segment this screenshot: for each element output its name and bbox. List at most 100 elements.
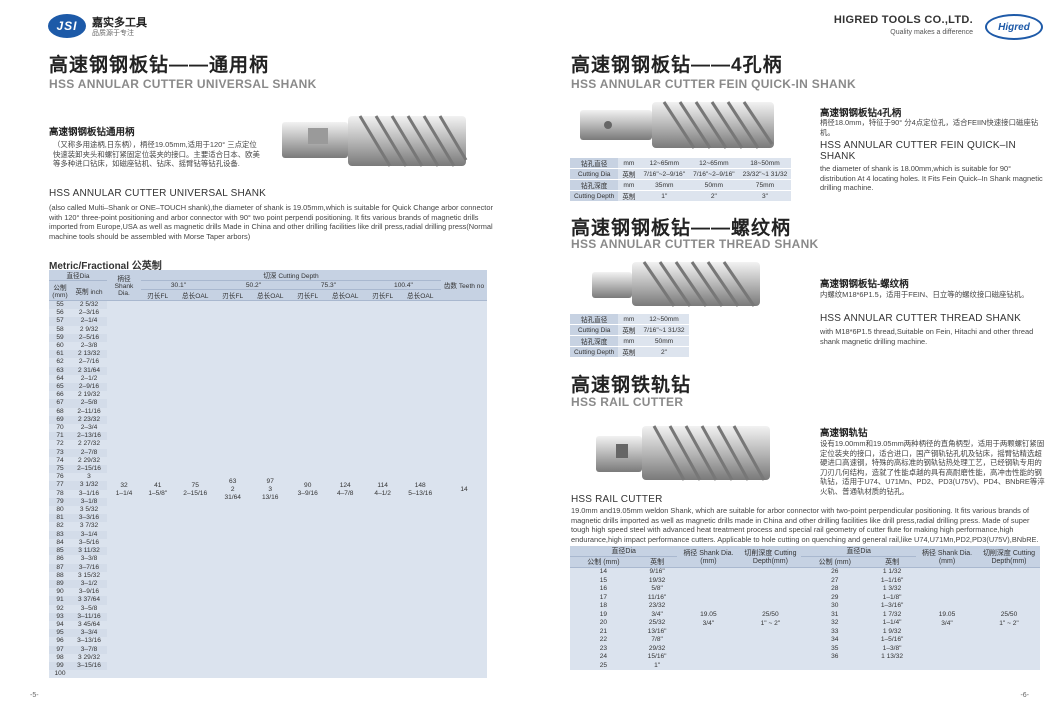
inch-cell: 2–9/16 xyxy=(71,383,107,392)
metric-cell: 98 xyxy=(56,653,64,661)
rail-header-inch-2: 英制 xyxy=(868,556,916,568)
shank-cell: 19.05 3/4" xyxy=(700,611,717,627)
metric-cell: 24 xyxy=(599,653,608,660)
cell: Cutting Dia xyxy=(570,168,619,180)
table-row: 96 3–13/16 xyxy=(49,637,487,645)
page-number-left: -5- xyxy=(30,692,39,699)
header-shank: 柄径 Shank Dia. xyxy=(107,270,141,301)
d75_oal-cell: 124 4–7/8 xyxy=(336,481,354,497)
cell: 12~65mm xyxy=(639,158,690,169)
header-depth-100: 100.4" xyxy=(365,280,441,290)
metric-cell: 26 xyxy=(831,568,839,575)
metric-cell: 31 xyxy=(831,610,839,618)
rail-header-metric-2: 公制 (mm) xyxy=(801,556,869,568)
cell: 50mm xyxy=(639,335,689,347)
header-oal: 总长OAL xyxy=(174,289,216,301)
inch-cell: 3–15/16 xyxy=(71,661,107,671)
inch-cell: 1–3/8" xyxy=(882,644,902,652)
inch-cell: 3–3/8 xyxy=(80,555,98,563)
cell: 英制 xyxy=(618,190,640,202)
rail-header-diameter-2: 直径Dia xyxy=(801,546,916,557)
metric-cell: 18 xyxy=(599,602,608,609)
inch-cell: 3–7/8 xyxy=(71,645,107,654)
d100_fl-cell: 114 4–1/2 xyxy=(374,481,391,497)
inch-cell: 2 9/32 xyxy=(79,325,99,333)
header-metric: 公制 (mm) xyxy=(49,280,71,301)
cell: Cutting Depth xyxy=(570,346,619,358)
cell: mm xyxy=(618,314,640,325)
header-teeth: 齿数 Teeth no xyxy=(441,270,487,301)
d30_fl-cell: 41 1–5/8" xyxy=(148,481,168,497)
rail-description-cn: 设有19.00mm和19.05mm两种柄径的直角柄型，适用于两颗螺钉紧固定位装夹… xyxy=(820,439,1045,496)
metric-cell: 69 xyxy=(49,415,71,425)
cell: mm xyxy=(618,335,640,347)
metric-cell: 35 xyxy=(831,644,839,652)
rail-cutter-image xyxy=(596,425,770,481)
metric-cell: 75 xyxy=(49,465,71,474)
metric-cell: 64 xyxy=(56,374,64,382)
rail-header-shank: 柄径 Shank Dia.(mm) xyxy=(677,546,740,568)
fein-subtitle-en: HSS ANNULAR CUTTER FEIN QUICK–IN SHANK xyxy=(820,140,1016,162)
cell: 12~50mm xyxy=(639,314,689,325)
header-fl: 刃长FL xyxy=(290,289,325,301)
header-oal: 总长OAL xyxy=(249,289,291,301)
metric-cell: 93 xyxy=(49,612,71,621)
metric-cell: 57 xyxy=(49,317,71,326)
cell: 英制 xyxy=(618,168,640,180)
cell: 1" xyxy=(639,190,690,202)
cell: 50mm xyxy=(689,179,739,191)
inch-cell: 3–5/8 xyxy=(80,604,98,612)
d50_oal-cell: 97 3 13/16 xyxy=(261,477,279,501)
d30_oal-cell: 75 2–15/16 xyxy=(183,481,208,497)
metric-cell: 89 xyxy=(49,579,71,589)
fein-title-cn: 高速钢钢板钻——4孔柄 xyxy=(571,55,783,76)
metric-cell: 72 xyxy=(56,440,64,448)
inch-cell: 2–5/16 xyxy=(71,333,107,343)
inch-cell: 1–5/16" xyxy=(880,636,904,643)
metric-cell: 76 xyxy=(56,473,64,481)
inch-cell: 2–5/8 xyxy=(71,399,107,408)
metric-cell: 88 xyxy=(56,571,64,579)
inch-cell: 2–13/16 xyxy=(71,432,107,441)
metric-cell: 59 xyxy=(49,333,71,343)
higred-logo: Higred xyxy=(985,14,1043,40)
rail-subtitle-en: HSS RAIL CUTTER xyxy=(571,494,663,505)
metric-cell: 77 xyxy=(49,481,71,490)
metric-cell: 90 xyxy=(56,588,64,596)
metric-cell: 36 xyxy=(831,653,839,660)
header-fl: 刃长FL xyxy=(365,289,400,301)
metric-cell: 56 xyxy=(56,309,64,317)
inch-cell: 3–1/16 xyxy=(78,489,100,497)
metric-cell: 55 xyxy=(49,300,71,310)
cell: mm xyxy=(618,158,640,169)
thread-title-en: HSS ANNULAR CUTTER THREAD SHANK xyxy=(571,237,819,251)
metric-cell: 92 xyxy=(56,604,64,612)
inch-cell: 2–3/8 xyxy=(80,342,98,350)
universal-spec-table: 直径Dia 柄径 Shank Dia. 切深 Cutting Depth 齿数 … xyxy=(49,270,487,679)
inch-cell: 3–1/2 xyxy=(71,579,107,589)
metric-cell: 80 xyxy=(56,506,64,514)
shank-cell: 19.05 3/4" xyxy=(938,611,956,627)
inch-cell: 3–13/16 xyxy=(77,637,101,645)
inch-cell: 1 7/32 xyxy=(882,610,902,618)
inch-cell: 1 9/32 xyxy=(882,627,902,635)
metric-cell: 96 xyxy=(56,637,64,645)
inch-cell: 3 37/64 xyxy=(71,596,107,605)
header-oal: 总长OAL xyxy=(399,289,441,301)
